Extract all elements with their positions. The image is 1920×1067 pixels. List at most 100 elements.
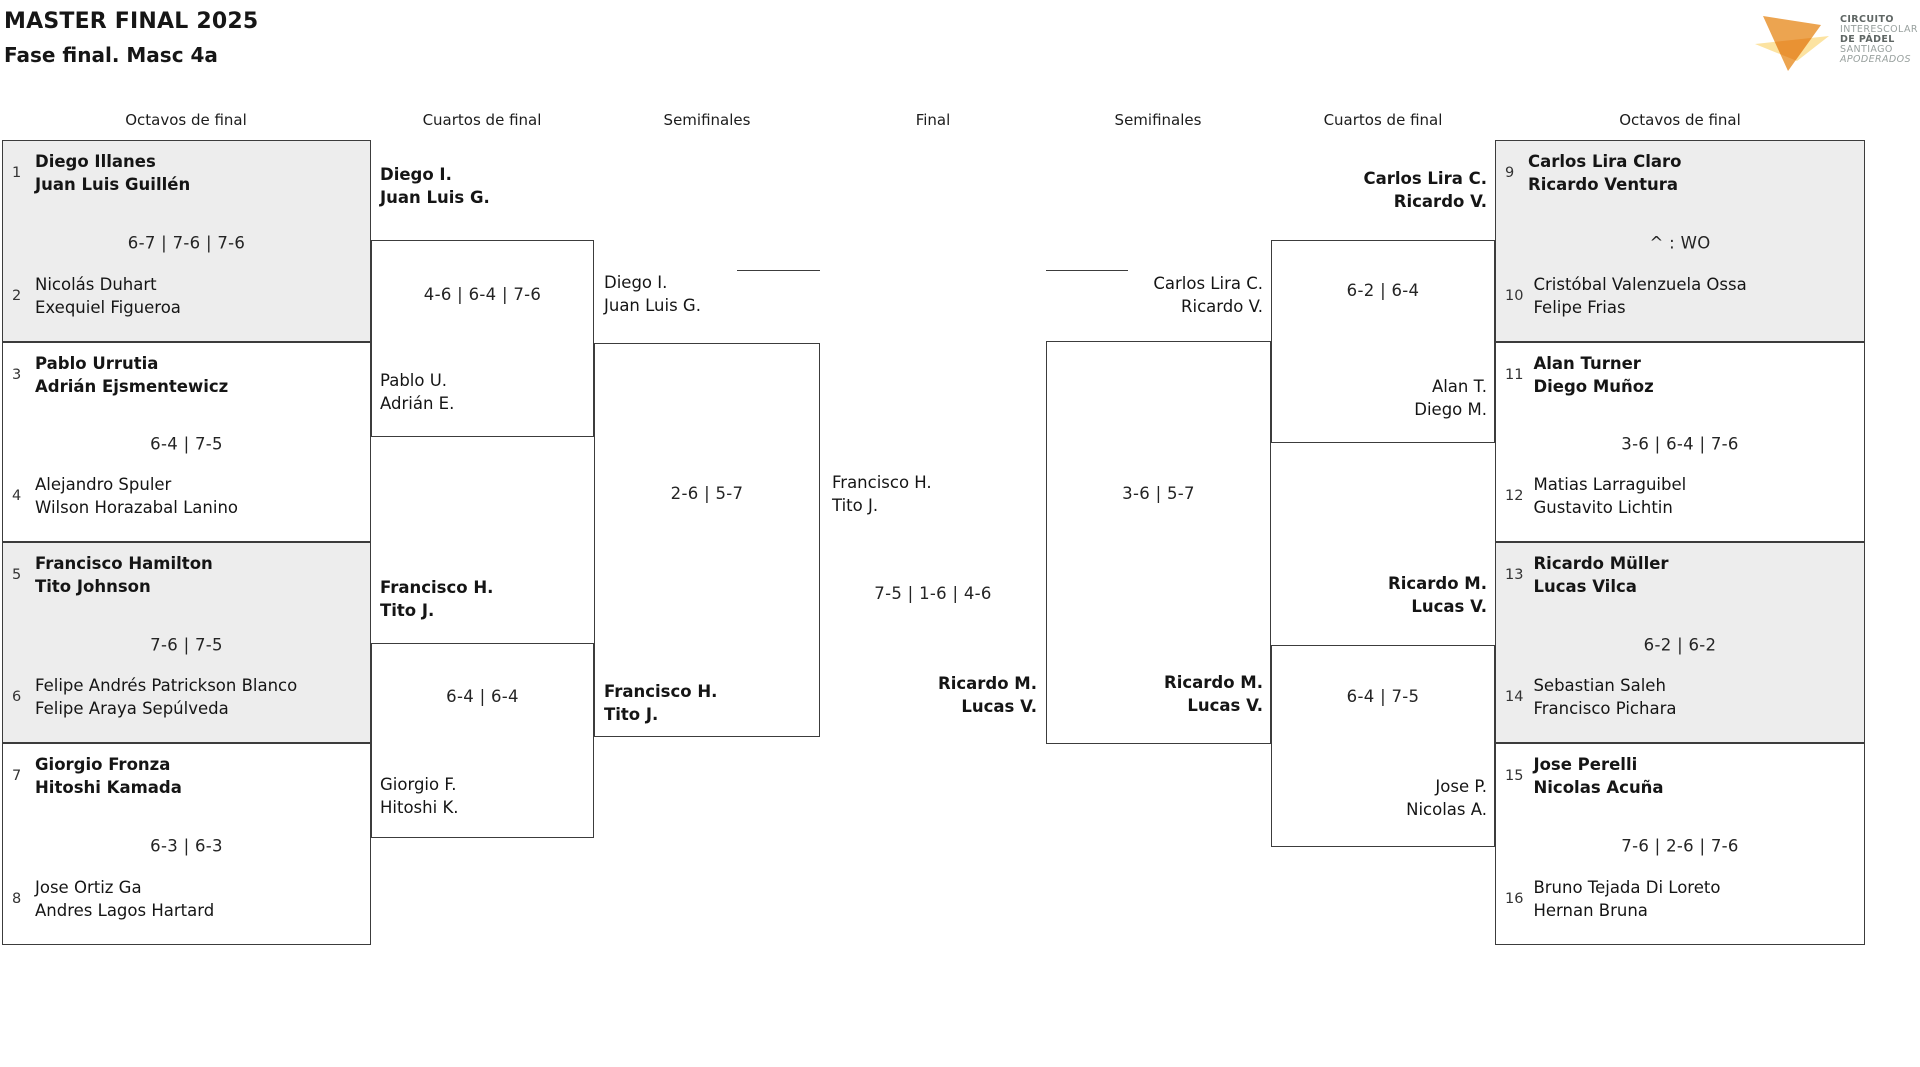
team-slot: 15 Jose Perelli Nicolas Acuña [1505,753,1855,799]
team-names: Diego Illanes Juan Luis Guillén [35,152,191,194]
match-score: 6-2 | 6-2 [1643,635,1717,654]
round-header-final: Final [915,111,951,129]
logo-text-line: CIRCUITO [1840,14,1894,25]
round-header-octavos-right: Octavos de final [1619,111,1741,129]
team-names: Diego I. Juan Luis G. [380,165,490,207]
match-score: 7-6 | 7-5 [150,635,223,654]
seed-number: 13 [1505,567,1524,583]
team-names: Carlos Lira C. Ricardo V. [1153,274,1263,316]
team-names: Alejandro Spuler Wilson Horazabal Lanino [35,475,238,517]
logo-mark-icon [1755,16,1829,71]
match-box-r16-8: 15 Jose Perelli Nicolas Acuña 7-6 | 2-6 … [1495,743,1865,945]
seed-number: 7 [12,768,22,784]
team-names: Sebastian Saleh Francisco Pichara [1533,676,1677,718]
team-names: Ricardo M. Lucas V. [1164,673,1263,715]
team-slot: 10 Cristóbal Valenzuela Ossa Felipe Fria… [1505,273,1855,319]
round-header-semis-right: Semifinales [1114,111,1202,129]
match-box-r16-5: 9 Carlos Lira Claro Ricardo Ventura ^ : … [1495,140,1865,342]
team-names: Ricardo M. Lucas V. [938,674,1037,716]
match-box-r16-3: 5 Francisco Hamilton Tito Johnson 7-6 | … [2,542,371,743]
match-score: 7-5 | 1-6 | 4-6 [874,584,992,603]
match-score: 3-6 | 5-7 [1122,484,1195,503]
match-box-qf-right-1 [1271,240,1495,443]
bracket-connector-line [1046,270,1128,271]
team-names: Jose P. Nicolas A. [1406,777,1487,819]
seed-number: 6 [12,689,22,705]
match-box-sf-left [594,343,820,737]
match-box-r16-4: 7 Giorgio Fronza Hitoshi Kamada 6-3 | 6-… [2,743,371,945]
logo-text-line: DE PÁDEL [1840,33,1895,45]
match-score: 6-4 | 7-5 [150,434,223,454]
seed-number: 15 [1505,768,1524,784]
team-names: Pablo U. Adrián E. [380,371,455,413]
team-names: Jose Perelli Nicolas Acuña [1533,755,1664,797]
team-slot: 12 Matias Larraguibel Gustavito Lichtin [1505,473,1855,519]
logo-text-line: APODERADOS [1840,53,1911,65]
seed-number: 5 [12,567,22,583]
team-names: Giorgio Fronza Hitoshi Kamada [35,755,182,797]
team-names: Felipe Andrés Patrickson Blanco Felipe A… [35,676,298,718]
round-header-octavos-left: Octavos de final [125,111,247,129]
team-slot: 2 Nicolás Duhart Exequiel Figueroa [12,273,361,319]
round-header-semis-left: Semifinales [663,111,751,129]
match-box-sf-right [1046,341,1271,744]
team-slot: 5 Francisco Hamilton Tito Johnson [12,552,361,598]
page-title: MASTER FINAL 2025 [4,9,259,34]
round-header-cuartos-left: Cuartos de final [422,111,542,129]
match-score: ^ : WO [1649,233,1711,253]
team-names: Francisco H. Tito J. [380,578,494,620]
seed-number: 1 [12,165,22,181]
match-box-qf-left-2 [371,643,594,838]
match-score: 6-2 | 6-4 [1346,281,1420,300]
seed-number: 8 [12,891,22,907]
team-names: Pablo Urrutia Adrián Ejsmentewicz [35,354,229,396]
team-names: Carlos Lira Claro Ricardo Ventura [1528,152,1682,194]
logo-text-line: INTERESCOLAR [1840,23,1918,35]
team-names: Francisco Hamilton Tito Johnson [35,554,213,596]
team-slot: 1 Diego Illanes Juan Luis Guillén [12,150,361,196]
seed-number: 3 [12,367,22,383]
team-slot: 11 Alan Turner Diego Muñoz [1505,352,1855,398]
match-box-r16-1: 1 Diego Illanes Juan Luis Guillén 6-7 | … [2,140,371,342]
match-score: 4-6 | 6-4 | 7-6 [423,285,542,304]
logo-text-line: SANTIAGO [1840,43,1893,55]
team-slot: 8 Jose Ortiz Ga Andres Lagos Hartard [12,876,361,922]
match-score: 7-6 | 2-6 | 7-6 [1621,836,1739,856]
seed-number: 10 [1505,288,1524,304]
seed-number: 16 [1505,891,1524,907]
team-slot: 16 Bruno Tejada Di Loreto Hernan Bruna [1505,876,1855,922]
team-names: Ricardo Müller Lucas Vilca [1533,554,1669,596]
team-names: Ricardo M. Lucas V. [1388,574,1487,616]
team-names: Alan Turner Diego Muñoz [1533,354,1654,396]
match-box-r16-6: 11 Alan Turner Diego Muñoz 3-6 | 6-4 | 7… [1495,342,1865,542]
team-names: Cristóbal Valenzuela Ossa Felipe Frias [1533,275,1747,317]
team-slot: 6 Felipe Andrés Patrickson Blanco Felipe… [12,674,361,720]
seed-number: 9 [1505,165,1515,181]
bracket-connector-line [737,270,820,271]
match-score: 6-4 | 7-5 [1346,687,1420,706]
match-score: 6-7 | 7-6 | 7-6 [127,233,246,253]
seed-number: 4 [12,488,22,504]
seed-number: 2 [12,288,22,304]
match-box-qf-right-2 [1271,645,1495,847]
team-names: Matias Larraguibel Gustavito Lichtin [1533,475,1687,517]
logo-text: CIRCUITO INTERESCOLAR DE PÁDEL SANTIAGO … [1840,11,1918,73]
match-box-qf-left-1 [371,240,594,437]
seed-number: 12 [1505,488,1524,504]
team-slot: 3 Pablo Urrutia Adrián Ejsmentewicz [12,352,361,398]
match-score: 3-6 | 6-4 | 7-6 [1621,434,1739,454]
team-names: Alan T. Diego M. [1414,377,1487,419]
team-names: Carlos Lira C. Ricardo V. [1363,169,1487,211]
match-score: 2-6 | 5-7 [670,484,744,503]
match-score: 6-4 | 6-4 [446,687,519,706]
team-names: Giorgio F. Hitoshi K. [380,775,459,817]
team-slot: 9 Carlos Lira Claro Ricardo Ventura [1505,150,1855,196]
team-slot: 14 Sebastian Saleh Francisco Pichara [1505,674,1855,720]
team-names: Francisco H. Tito J. [832,473,932,515]
seed-number: 11 [1505,367,1524,383]
team-names: Bruno Tejada Di Loreto Hernan Bruna [1533,878,1721,920]
logo: CIRCUITO INTERESCOLAR DE PÁDEL SANTIAGO … [1755,11,1918,73]
seed-number: 14 [1505,689,1524,705]
page-subtitle: Fase final. Masc 4a [4,43,218,67]
